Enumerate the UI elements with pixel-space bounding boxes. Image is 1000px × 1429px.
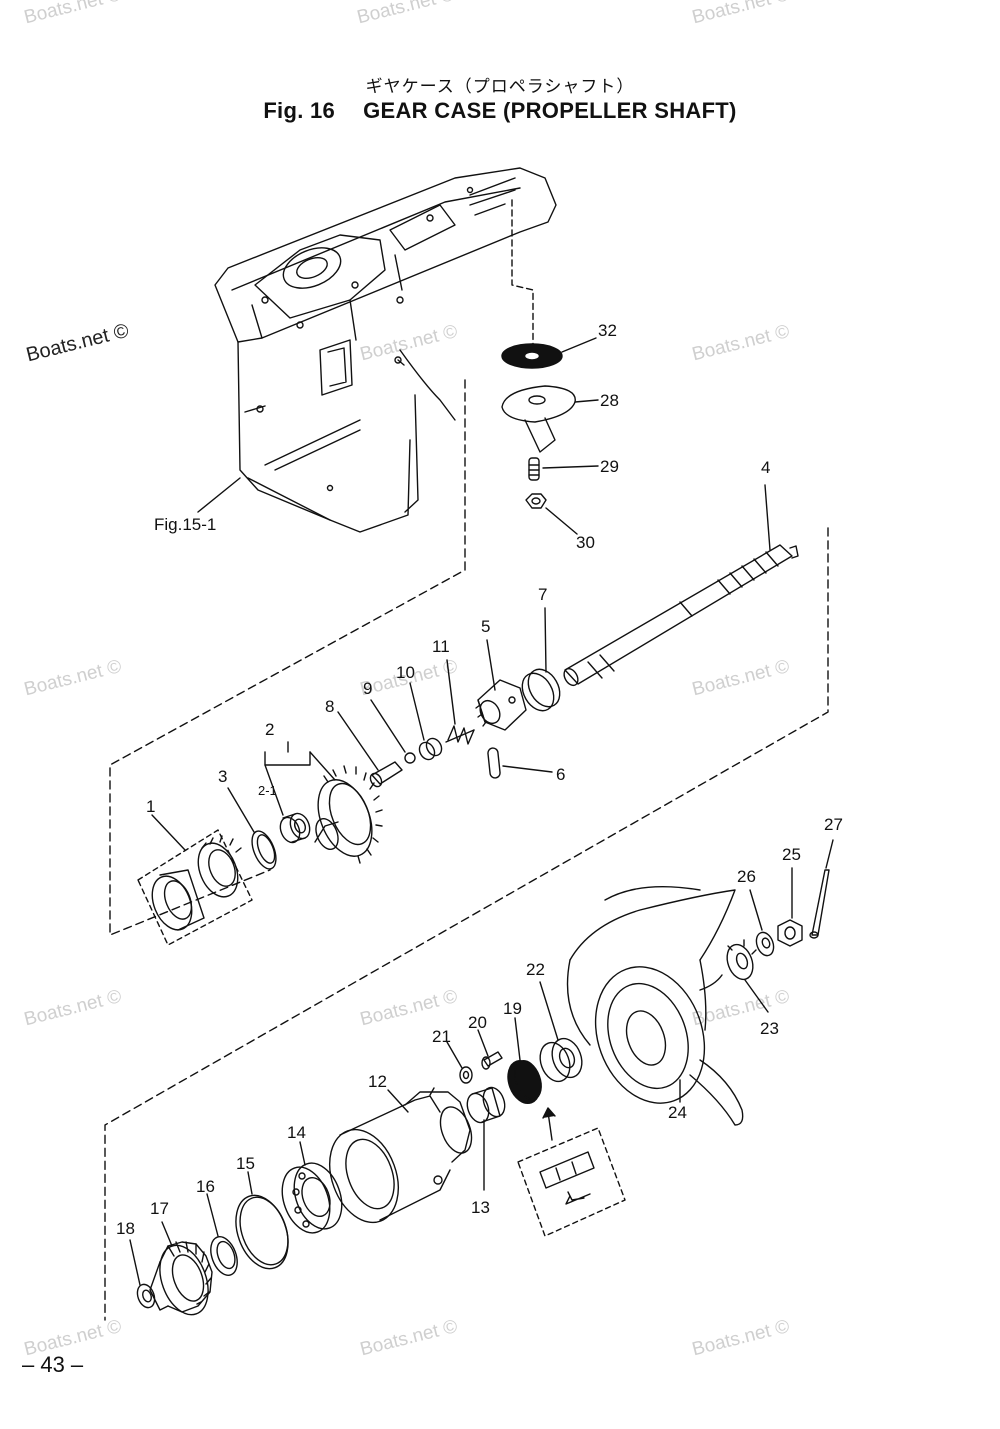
part-23-washer (726, 939, 757, 981)
label-2-1: 2-1 (258, 783, 277, 798)
part-3-shim (251, 830, 277, 870)
label-18: 18 (116, 1219, 135, 1238)
label-25: 25 (782, 845, 801, 864)
leader-dashed (511, 199, 534, 346)
label-13: 13 (471, 1198, 490, 1217)
part-29-bolt (528, 457, 540, 481)
label-21: 21 (432, 1027, 451, 1046)
label-11: 11 (432, 637, 450, 656)
arrow-head (542, 1107, 556, 1119)
part-32-rubber-seal (501, 343, 563, 369)
figure-number: Fig. 16 (263, 98, 336, 123)
figure-title: Fig. 16 GEAR CASE (PROPELLER SHAFT) (0, 98, 1000, 124)
label-7: 7 (538, 585, 547, 604)
part-12-casing-cap (329, 1087, 473, 1224)
label-17: 17 (150, 1199, 169, 1218)
part-6-pin (487, 747, 501, 779)
gear-case-housing (214, 167, 557, 533)
part-2-1-bushing (279, 812, 311, 844)
part-labels: Fig.15-1 32 28 29 30 4 7 5 11 10 9 8 6 2… (116, 321, 843, 1238)
label-5: 5 (481, 617, 490, 636)
label-14: 14 (287, 1123, 306, 1142)
label-24: 24 (668, 1103, 687, 1122)
part-1-bearing (151, 835, 242, 931)
part-20-bolt (481, 1051, 503, 1070)
label-20: 20 (468, 1013, 487, 1032)
label-fig-15-1: Fig.15-1 (154, 515, 216, 534)
part-9-ball (404, 752, 416, 764)
page-number: – 43 – (22, 1352, 84, 1377)
part-27-cotter-pin (809, 869, 830, 939)
part-2-reverse-gear (314, 765, 383, 864)
label-1: 1 (146, 797, 155, 816)
figure-title-text: GEAR CASE (PROPELLER SHAFT) (363, 98, 737, 123)
label-3: 3 (218, 767, 227, 786)
part-19-rubber-ring (507, 1059, 542, 1105)
label-16: 16 (196, 1177, 215, 1196)
part-8-plunger (369, 761, 403, 788)
part-10-slider (418, 737, 443, 761)
label-2: 2 (265, 720, 274, 739)
part-28-trim-tab (501, 385, 576, 453)
part-18-washer (136, 1283, 156, 1309)
part-15-o-ring (235, 1194, 289, 1270)
label-19: 19 (503, 999, 522, 1018)
label-29: 29 (600, 457, 619, 476)
title-japanese: ギヤケース（プロペラシャフト） (365, 77, 635, 97)
label-32: 32 (598, 321, 617, 340)
part-7-ring (521, 668, 561, 712)
part-16-shim (210, 1236, 238, 1276)
label-28: 28 (600, 391, 619, 410)
label-26: 26 (737, 867, 756, 886)
label-12: 12 (368, 1072, 387, 1091)
label-10: 10 (396, 663, 415, 682)
part-24-propeller (566, 886, 744, 1126)
label-8: 8 (325, 697, 334, 716)
reference-leader (197, 477, 241, 513)
part-11-spring (445, 725, 475, 745)
label-27: 27 (824, 815, 843, 834)
part-14-ball-bearing (281, 1162, 343, 1234)
part-30-nut (525, 493, 547, 509)
label-4: 4 (761, 458, 770, 477)
part-25-nut (777, 919, 803, 947)
part-21-washer (459, 1066, 473, 1084)
part-5-clutch (475, 679, 527, 731)
bearing-group-box (137, 829, 253, 946)
label-30: 30 (576, 533, 595, 552)
detail-inset-box (517, 1127, 626, 1237)
part-26-washer (755, 931, 775, 957)
part-17-forward-gear (149, 1241, 213, 1316)
part-22-spacer (539, 1037, 583, 1083)
part-4-propeller-shaft (563, 544, 799, 687)
label-6: 6 (556, 765, 565, 784)
boundary-lower (104, 527, 829, 1321)
label-22: 22 (526, 960, 545, 979)
boundary-upper (109, 379, 466, 936)
label-15: 15 (236, 1154, 255, 1173)
part-13-bushing (466, 1086, 506, 1124)
label-23: 23 (760, 1019, 779, 1038)
label-9: 9 (363, 679, 372, 698)
